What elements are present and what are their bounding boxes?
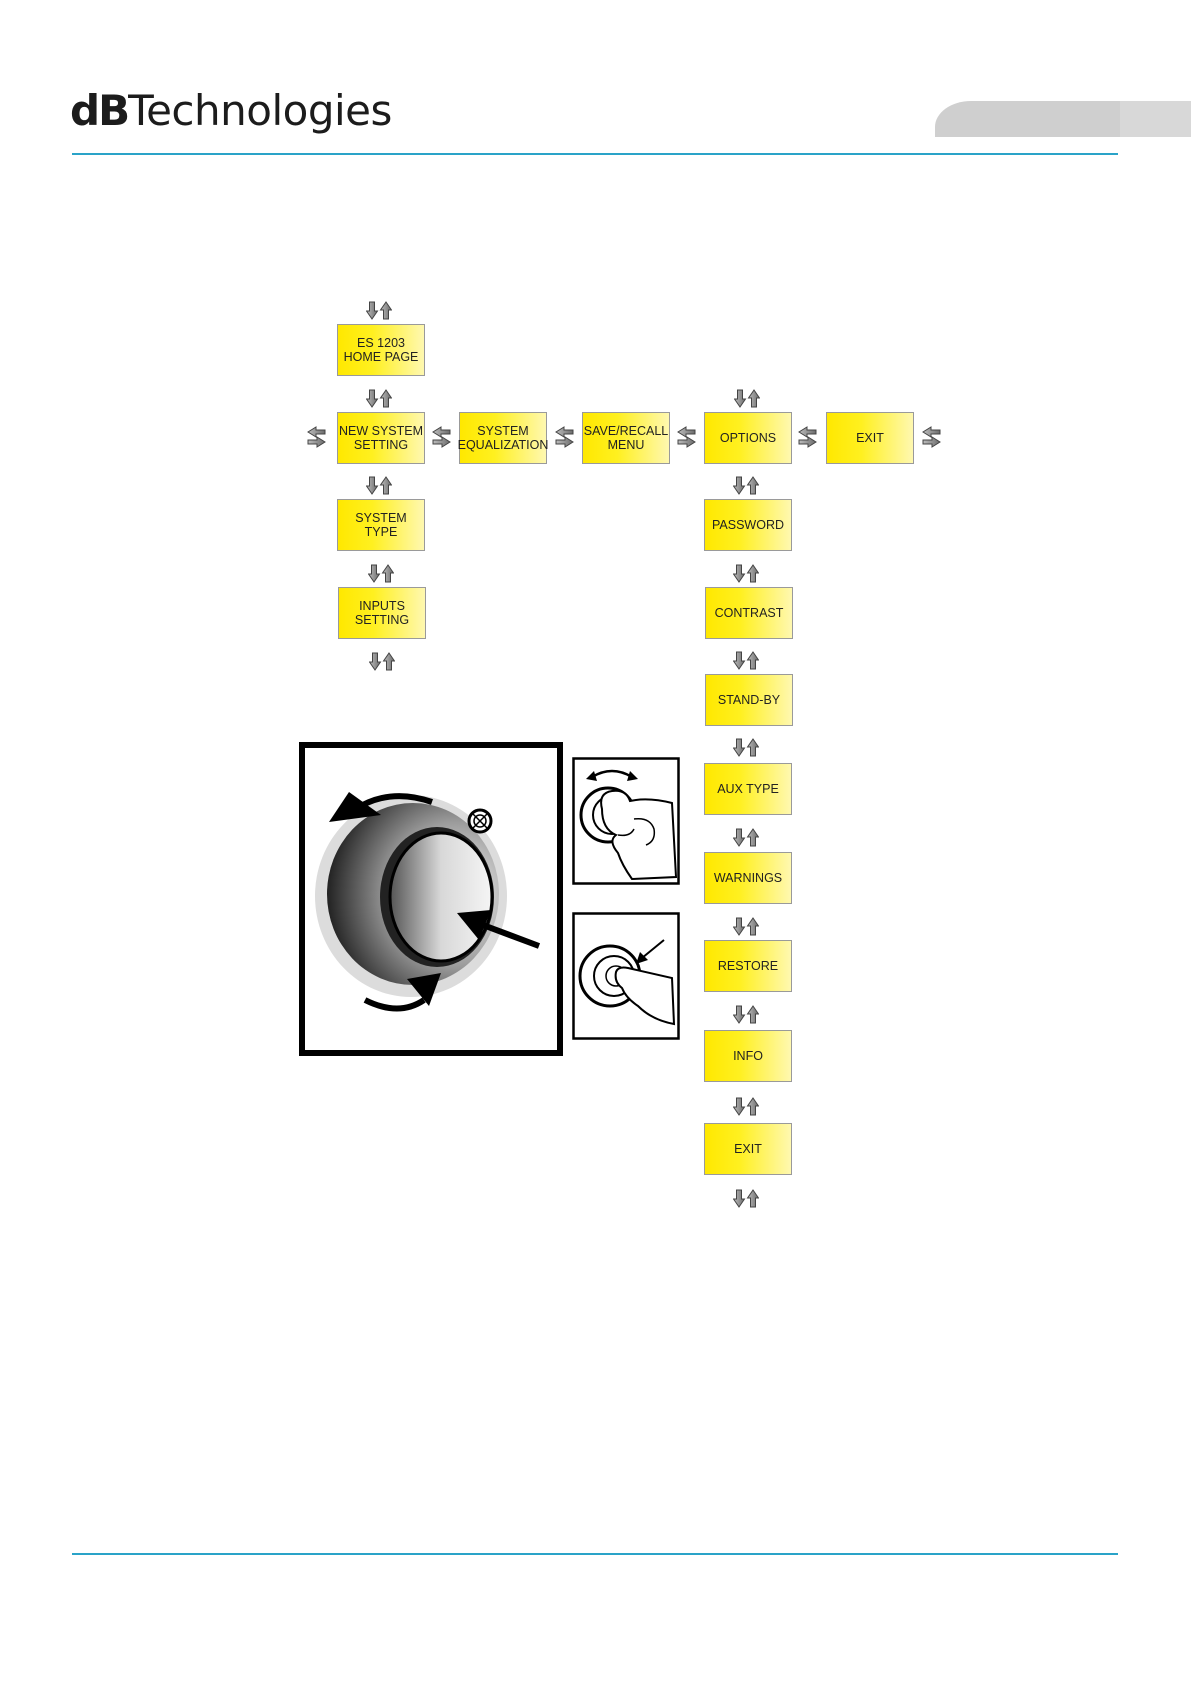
up-down-arrows-icon [734,389,760,408]
up-down-arrows-icon [366,476,392,495]
menu-box-inputs-setting: INPUTS SETTING [338,587,426,639]
menu-box-save-recall-menu: SAVE/RECALL MENU [582,412,670,464]
footer-divider [72,1553,1118,1555]
up-down-arrows-icon [366,389,392,408]
header-tab-decoration-right [1120,101,1191,137]
hand-rotate-knob-icon [572,757,680,885]
up-down-arrows-icon [369,652,395,671]
menu-box-new-system-setting: NEW SYSTEM SETTING [337,412,425,464]
menu-box-info: INFO [704,1030,792,1082]
up-down-arrows-icon [733,738,759,757]
hand-press-knob-icon [572,912,680,1040]
menu-box-aux-type: AUX TYPE [704,763,792,815]
left-right-arrows-icon [922,424,942,450]
left-right-arrows-icon [798,424,818,450]
menu-box-warnings: WARNINGS [704,852,792,904]
menu-box-exit-top: EXIT [826,412,914,464]
menu-box-home-page: ES 1203 HOME PAGE [337,324,425,376]
menu-box-options: OPTIONS [704,412,792,464]
left-right-arrows-icon [307,424,327,450]
menu-box-contrast: CONTRAST [705,587,793,639]
menu-box-password: PASSWORD [704,499,792,551]
up-down-arrows-icon [733,651,759,670]
up-down-arrows-icon [733,828,759,847]
menu-box-system-type: SYSTEM TYPE [337,499,425,551]
up-down-arrows-icon [733,564,759,583]
left-right-arrows-icon [677,424,697,450]
up-down-arrows-icon [733,1097,759,1116]
logo-bold-text: dB [70,86,128,135]
up-down-arrows-icon [733,917,759,936]
up-down-arrows-icon [733,1189,759,1208]
header-divider [72,153,1118,155]
up-down-arrows-icon [368,564,394,583]
menu-box-system-equalization: SYSTEM EQUALIZATION [459,412,547,464]
left-right-arrows-icon [555,424,575,450]
menu-box-exit-bottom: EXIT [704,1123,792,1175]
logo-text: Technologies [128,86,392,135]
left-right-arrows-icon [432,424,452,450]
up-down-arrows-icon [733,1005,759,1024]
menu-box-stand-by: STAND-BY [705,674,793,726]
brand-logo: dBTechnologies [70,86,392,135]
menu-box-restore: RESTORE [704,940,792,992]
up-down-arrows-icon [366,301,392,320]
rotary-encoder-knob-icon [299,742,563,1056]
up-down-arrows-icon [733,476,759,495]
